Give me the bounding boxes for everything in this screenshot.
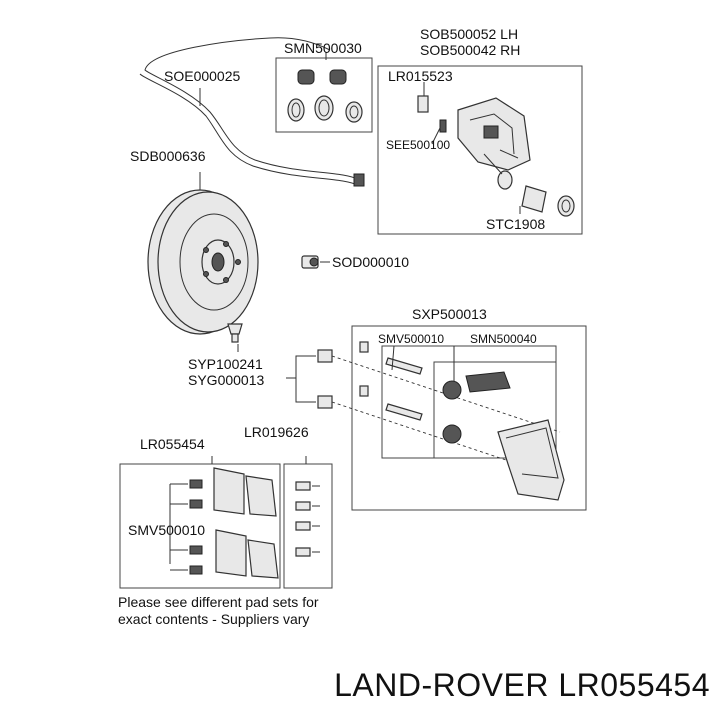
guide-kit-box (433, 361, 557, 459)
carrier-parts (317, 341, 565, 501)
label-syp100241: SYP100241 (188, 356, 263, 372)
wear-sensor-cable-inner (139, 73, 361, 187)
note-line-2: exact contents - Suppliers vary (118, 611, 310, 627)
label-sod000010: SOD000010 (332, 254, 410, 270)
pad-set-note: Please see different pad sets for exact … (118, 594, 319, 628)
label-sob500052: SOB500052 LH (420, 26, 519, 42)
disc-screw (227, 323, 243, 343)
caliper (417, 95, 575, 217)
clip-kit-box (283, 463, 333, 589)
label-lr015523: LR015523 (388, 68, 453, 84)
label-soe000025: SOE000025 (164, 68, 241, 84)
bleed-nipple (301, 255, 319, 269)
label-stc1908: STC1908 (486, 216, 546, 232)
brake-disc (147, 189, 259, 335)
brake-pads (169, 467, 279, 579)
brand-part-number: LAND-ROVER LR055454 (334, 667, 710, 703)
label-sdb000636: SDB000636 (130, 148, 206, 164)
label-lr019626: LR019626 (244, 424, 309, 440)
wear-sensor-cable (144, 37, 361, 181)
label-sob500042: SOB500042 RH (420, 42, 521, 58)
seal-kit-box (275, 57, 373, 133)
caliper-box (377, 65, 583, 235)
label-smv500010-bottom: SMV500010 (128, 522, 206, 538)
label-smn500030: SMN500030 (284, 40, 362, 56)
seal-kit-parts (287, 69, 363, 123)
label-see500100: SEE500100 (386, 138, 451, 152)
label-syg000013: SYG000013 (188, 372, 265, 388)
label-smv500010-top: SMV500010 (378, 332, 445, 346)
wear-sensor-plug (353, 173, 365, 187)
label-leaders (199, 52, 521, 464)
label-smn500040: SMN500040 (470, 332, 537, 346)
label-lr055454: LR055454 (140, 436, 205, 452)
bolt-leaders (286, 355, 316, 403)
carrier-box (351, 325, 587, 511)
pad-clips (295, 481, 320, 557)
pad-set-box (119, 463, 281, 589)
label-sxp500013: SXP500013 (412, 306, 487, 322)
note-line-1: Please see different pad sets for (118, 594, 319, 610)
